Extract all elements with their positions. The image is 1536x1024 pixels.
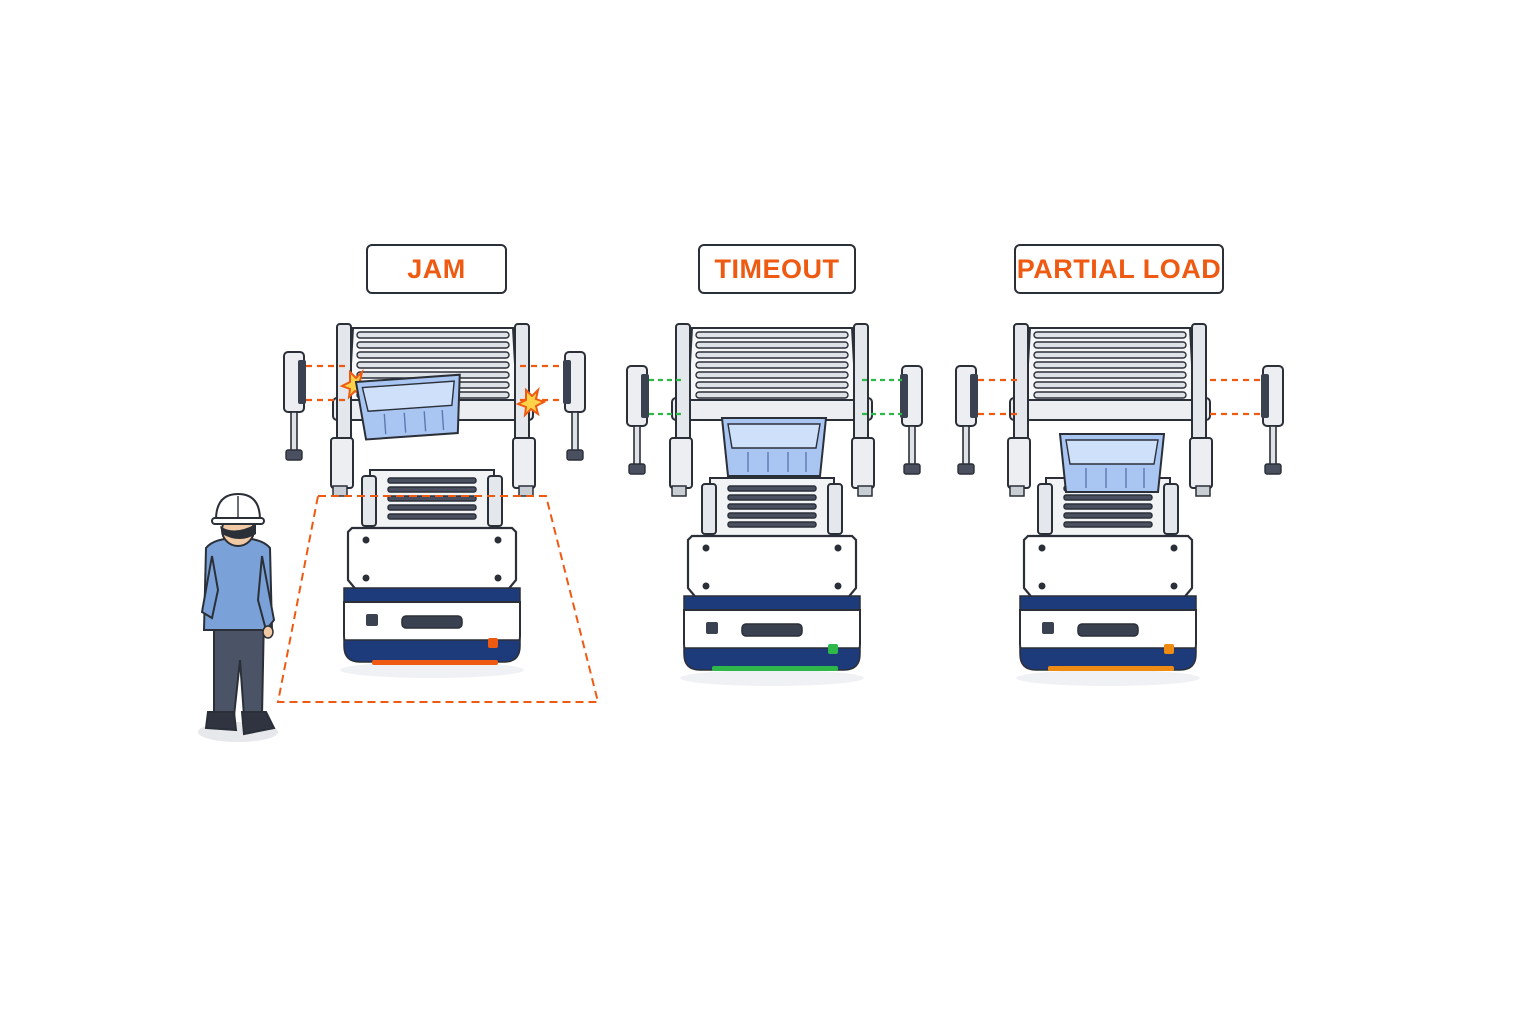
panel-jam xyxy=(198,323,600,742)
agv-indicator xyxy=(828,644,838,654)
agv-robot xyxy=(678,476,866,688)
agv-indicator xyxy=(1164,644,1174,654)
photo-eye-sensor-left xyxy=(283,351,307,461)
status-light-bar xyxy=(712,666,838,671)
status-light-bar xyxy=(1048,666,1174,671)
tote-bin xyxy=(721,417,827,477)
spark-icon xyxy=(515,386,547,418)
worker-figure xyxy=(198,492,278,742)
agv-robot xyxy=(1014,476,1202,688)
label-partial-load: PARTIAL LOAD xyxy=(1014,244,1224,294)
photo-eye-sensor-right xyxy=(899,365,923,475)
tote-bin-partial xyxy=(1059,433,1165,493)
photo-eye-sensor-left xyxy=(955,365,979,475)
label-timeout: TIMEOUT xyxy=(698,244,856,294)
panel-partial-load xyxy=(955,323,1284,688)
photo-eye-sensor-left xyxy=(626,365,650,475)
beam-blocked xyxy=(306,364,564,402)
tote-bin-jammed xyxy=(355,373,465,441)
status-light-bar xyxy=(372,660,498,665)
photo-eye-sensor-right xyxy=(1260,365,1284,475)
beam-clear xyxy=(649,378,902,416)
photo-eye-sensor-right xyxy=(562,351,586,461)
label-jam: JAM xyxy=(366,244,507,294)
panel-timeout xyxy=(626,323,923,688)
beam-interrupted xyxy=(978,378,1262,416)
agv-indicator xyxy=(488,638,498,648)
